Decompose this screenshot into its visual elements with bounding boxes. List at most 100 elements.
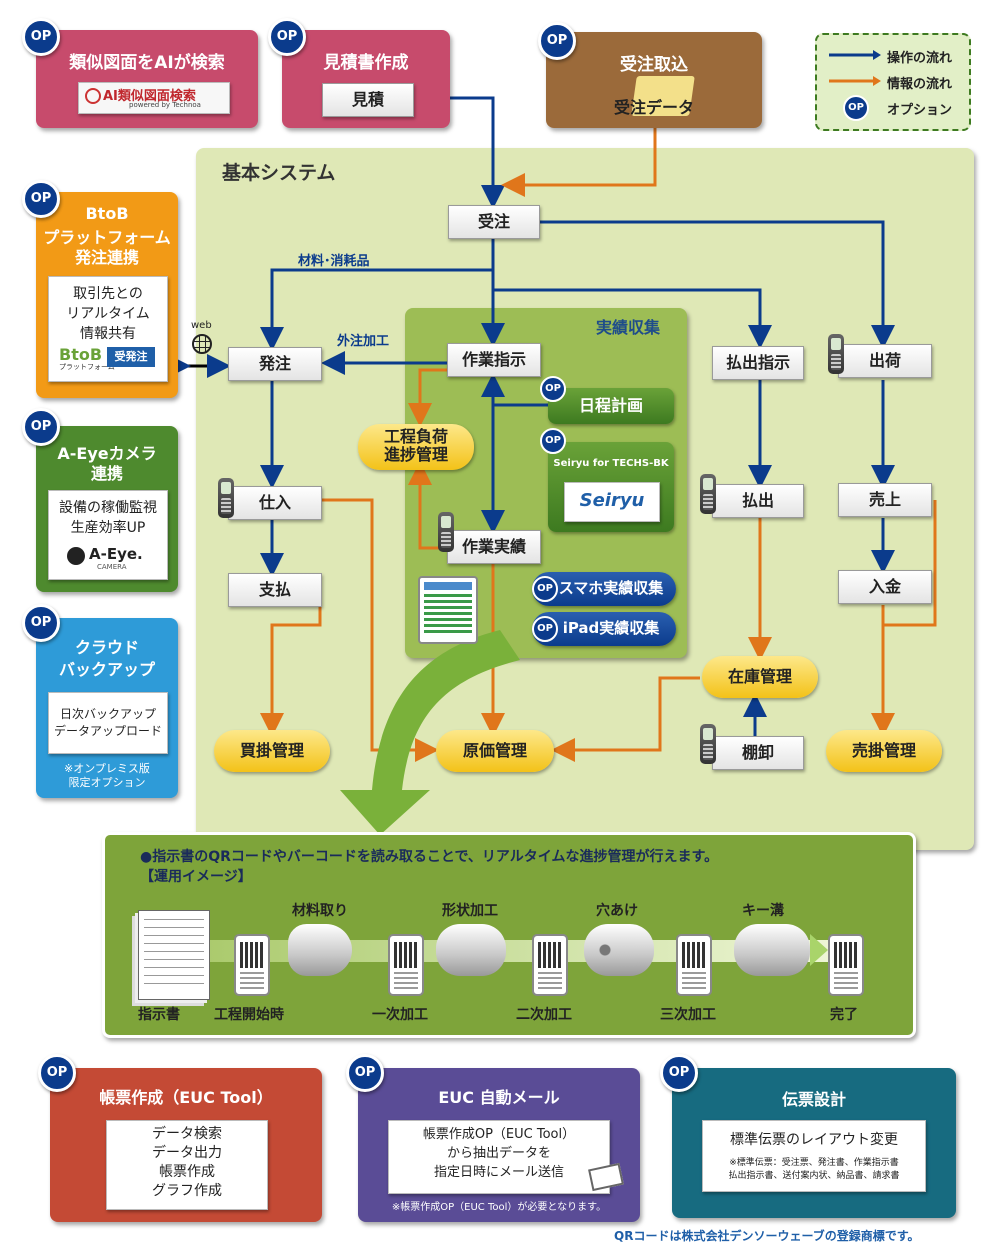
phone-start bbox=[234, 934, 270, 996]
manager-payable[interactable]: 買掛管理 bbox=[214, 730, 330, 772]
estimate-title: 見積書作成 bbox=[323, 53, 409, 73]
legend-operation: 操作の流れ bbox=[887, 51, 953, 66]
step-bottom-2: 一次加工 bbox=[372, 1007, 428, 1023]
manager-stock[interactable]: 在庫管理 bbox=[702, 656, 818, 698]
manager-progress[interactable]: 工程負荷 進捗管理 bbox=[358, 424, 474, 470]
arrow-order-to-shipping bbox=[540, 220, 895, 349]
manager-progress-2: 進捗管理 bbox=[383, 445, 448, 464]
btob-logo-badge: 受発注 bbox=[107, 347, 155, 367]
workpiece-keyway bbox=[734, 924, 810, 976]
order-import-card[interactable]: 受注取込 受注データ bbox=[546, 32, 762, 128]
usage-headline: ●指示書のQRコードやバーコードを読み取ることで、リアルタイムな進捗管理が行えま… bbox=[140, 849, 719, 865]
op-badge-slip-design: OP bbox=[660, 1054, 698, 1092]
step-bottom-3: 二次加工 bbox=[516, 1007, 572, 1023]
cloud-title-2: バックアップ bbox=[58, 660, 155, 679]
btob-title-2: プラットフォーム bbox=[43, 228, 171, 247]
btob-title-1: BtoB bbox=[85, 204, 129, 223]
step-top-1: 形状加工 bbox=[442, 903, 498, 919]
tablet-screen-image bbox=[418, 576, 478, 644]
slip-design-desc: 標準伝票のレイアウト変更 ※標準伝票：受注票、発注書、作業指示書 払出指示書、送… bbox=[702, 1120, 926, 1192]
op-badge-euc-tool: OP bbox=[38, 1054, 76, 1092]
node-payment[interactable]: 支払 bbox=[228, 573, 322, 607]
legend-op-badge: OP bbox=[843, 95, 869, 121]
btob-logo-text: BtoB bbox=[59, 345, 103, 364]
label-materials: 材料･消耗品 bbox=[298, 254, 370, 269]
node-order[interactable]: 受注 bbox=[448, 205, 540, 239]
option-schedule[interactable]: 日程計画 bbox=[548, 388, 674, 424]
manager-progress-1: 工程負荷 bbox=[383, 427, 448, 446]
legend-box: OP 操作の流れ 情報の流れ オプション bbox=[815, 33, 971, 131]
option-ipad[interactable]: iPad実績収集 bbox=[532, 612, 676, 646]
node-receipt[interactable]: 仕入 bbox=[228, 486, 322, 520]
arrow-instruction-to-progress bbox=[408, 368, 447, 427]
step-bottom-1: 工程開始時 bbox=[214, 1007, 284, 1023]
node-work-result[interactable]: 作業実績 bbox=[447, 530, 541, 564]
euc-mail-desc-1: 帳票作成OP（EUC Tool） bbox=[422, 1127, 576, 1142]
aeye-logo-text: A-Eye. bbox=[89, 545, 143, 563]
ai-target-icon bbox=[85, 88, 101, 104]
phone-second bbox=[532, 934, 568, 996]
aeye-card[interactable]: A-Eyeカメラ 連携 設備の稼働監視 生産効率UP A-Eye. CAMERA bbox=[36, 426, 178, 592]
manager-receivable[interactable]: 売掛管理 bbox=[826, 730, 942, 772]
aeye-desc-box: 設備の稼働監視 生産効率UP A-Eye. CAMERA bbox=[48, 490, 168, 580]
btob-desc-box: 取引先との リアルタイム 情報共有 BtoB プラットフォーム 受発注 bbox=[48, 276, 168, 382]
node-payout-instruction[interactable]: 払出指示 bbox=[712, 346, 804, 380]
footer-trademark: QRコードは株式会社デンソーウェーブの登録商標です。 bbox=[614, 1229, 920, 1243]
op-badge-euc-mail: OP bbox=[346, 1054, 384, 1092]
ai-search-logo: AI類似図面検索 powered by Technoa bbox=[78, 82, 230, 114]
slip-design-title: 伝票設計 bbox=[781, 1090, 846, 1109]
slip-design-note-1: ※標準伝票：受注票、発注書、作業指示書 bbox=[729, 1158, 899, 1168]
step-top-3: キー溝 bbox=[742, 903, 784, 919]
euc-tool-item-0: データ検索 bbox=[152, 1126, 222, 1142]
seiryu-title: Seiryu for TECHS-BK bbox=[553, 458, 669, 469]
manager-cost[interactable]: 原価管理 bbox=[436, 730, 554, 772]
aeye-title-2: 連携 bbox=[90, 464, 123, 483]
legend-arrows bbox=[829, 50, 881, 86]
euc-mail-title: EUC 自動メール bbox=[438, 1088, 560, 1107]
aeye-desc-2: 生産効率UP bbox=[70, 520, 146, 536]
node-shipping[interactable]: 出荷 bbox=[838, 344, 932, 378]
btob-desc-1: 取引先との bbox=[73, 286, 143, 302]
legend-information: 情報の流れ bbox=[887, 77, 953, 92]
op-badge-smartphone: OP bbox=[532, 576, 558, 602]
usage-subheading: 【運用イメージ】 bbox=[140, 869, 252, 885]
op-badge-schedule: OP bbox=[540, 376, 566, 402]
euc-mail-desc: 帳票作成OP（EUC Tool） から抽出データを 指定日時にメール送信 bbox=[388, 1120, 610, 1194]
euc-tool-card[interactable]: 帳票作成（EUC Tool） データ検索 データ出力 帳票作成 グラフ作成 bbox=[50, 1068, 322, 1222]
phone-first bbox=[388, 934, 424, 996]
node-deposit[interactable]: 入金 bbox=[838, 570, 932, 604]
cloud-card[interactable]: クラウド バックアップ 日次バックアップ データアップロード ※オンプレミス版 … bbox=[36, 618, 178, 798]
scanner-icon-inventory bbox=[700, 724, 716, 764]
usage-curved-arrow bbox=[340, 630, 520, 835]
aeye-logo-sub: CAMERA bbox=[97, 563, 127, 571]
cloud-note-1: ※オンプレミス版 bbox=[64, 762, 150, 775]
instruction-sheet-image bbox=[138, 910, 210, 1000]
euc-mail-note: ※帳票作成OP（EUC Tool）が必要となります。 bbox=[391, 1202, 607, 1213]
order-import-title: 受注取込 bbox=[620, 55, 688, 75]
node-sales[interactable]: 売上 bbox=[838, 483, 932, 517]
estimate-button[interactable]: 見積 bbox=[322, 83, 414, 117]
euc-mail-card[interactable]: EUC 自動メール 帳票作成OP（EUC Tool） から抽出データを 指定日時… bbox=[358, 1068, 640, 1222]
btob-card[interactable]: BtoB プラットフォーム 発注連携 取引先との リアルタイム 情報共有 Bto… bbox=[36, 192, 178, 398]
web-label: web bbox=[191, 320, 212, 331]
euc-mail-desc-2: から抽出データを bbox=[446, 1146, 551, 1161]
op-badge-aeye: OP bbox=[22, 408, 60, 446]
node-inventory-count[interactable]: 棚卸 bbox=[712, 736, 804, 770]
workpiece-shaped bbox=[436, 924, 506, 976]
slip-design-card[interactable]: 伝票設計 標準伝票のレイアウト変更 ※標準伝票：受注票、発注書、作業指示書 払出… bbox=[672, 1068, 956, 1218]
cloud-note-2: 限定オプション bbox=[68, 776, 146, 789]
workpiece-drilled bbox=[584, 924, 654, 976]
step-bottom-5: 完了 bbox=[830, 1007, 858, 1023]
phone-third bbox=[676, 934, 712, 996]
ai-search-card[interactable]: 類似図面をAIが検索 AI類似図面検索 powered by Technoa bbox=[36, 30, 258, 128]
node-work-instruction[interactable]: 作業指示 bbox=[447, 343, 541, 377]
btob-logo-sub: プラットフォーム bbox=[59, 363, 115, 371]
order-data-label: 受注データ bbox=[613, 98, 694, 117]
step-top-2: 穴あけ bbox=[596, 903, 638, 919]
option-seiryu[interactable]: Seiryu for TECHS-BK Seiryu bbox=[548, 442, 674, 532]
node-purchase-order[interactable]: 発注 bbox=[228, 347, 322, 381]
option-smartphone[interactable]: スマホ実績収集 bbox=[532, 572, 676, 606]
workpiece-material bbox=[288, 924, 352, 976]
node-payout[interactable]: 払出 bbox=[712, 484, 804, 518]
